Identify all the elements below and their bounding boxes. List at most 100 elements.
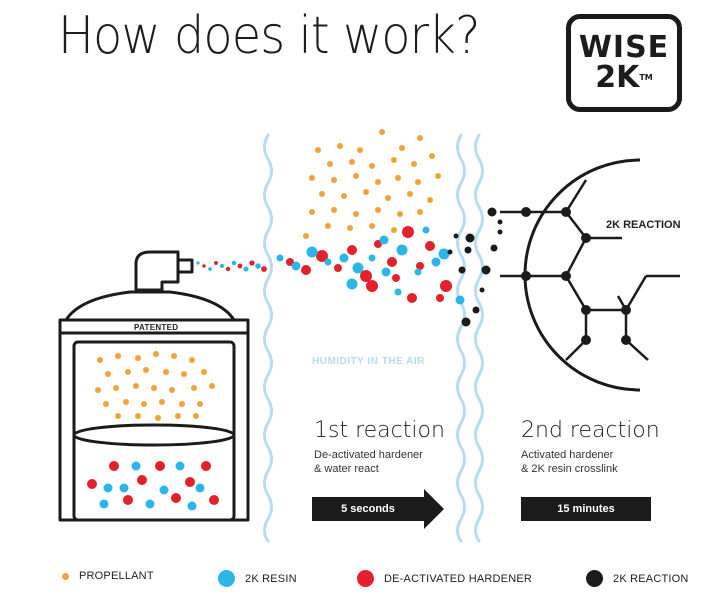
propellant-particle: [327, 161, 333, 167]
propellant-particle: [395, 175, 401, 181]
propellant-particle: [429, 153, 435, 159]
propellant-particle: [209, 383, 215, 389]
hardener-particle: [301, 265, 311, 275]
hardener-particle: [425, 241, 435, 251]
propellant-dot-icon: [62, 572, 69, 580]
resin-particle: [291, 261, 301, 271]
propellant-particle: [391, 157, 397, 163]
can-body: [58, 318, 250, 522]
propellant-particle: [123, 399, 129, 405]
propellant-particle: [331, 177, 337, 183]
propellant-particle: [175, 413, 181, 419]
hardener-particle: [209, 495, 219, 505]
legend-label-reaction: 2K REACTION: [613, 572, 689, 585]
legend-item-resin: 2K RESIN: [218, 570, 297, 587]
can-patented-label: PATENTED: [134, 323, 179, 332]
legend-label-hardener: DE-ACTIVATED HARDENER: [384, 572, 533, 585]
propellant-particle: [105, 371, 111, 377]
particles: [87, 129, 503, 511]
propellant-particle: [189, 357, 195, 363]
liquid-surface: [72, 423, 236, 447]
logo-line-2: 2KTM: [595, 63, 653, 93]
resin-particle: [243, 266, 249, 272]
logo-line-2-text: 2K: [595, 60, 640, 95]
resin-particle: [276, 254, 284, 262]
resin-particle: [306, 246, 318, 258]
propellant-particle: [319, 191, 325, 197]
propellant-particle: [309, 209, 315, 215]
resin-particle: [159, 485, 169, 495]
hardener-particle: [109, 461, 119, 471]
propellant-particle: [97, 357, 103, 363]
propellant-particle: [103, 401, 109, 407]
hardener-particle: [316, 250, 328, 262]
molecule-bond: [564, 179, 588, 213]
reaction-particle: [497, 219, 503, 225]
legend-label-resin: 2K RESIN: [245, 572, 297, 585]
reaction-structure-label: 2K REACTION: [606, 219, 681, 231]
legend-item-reaction: 2K REACTION: [586, 570, 689, 587]
propellant-particle: [375, 179, 381, 185]
hardener-particle: [249, 260, 255, 266]
propellant-particle: [337, 143, 343, 149]
legend-label-propellant: PROPELLANT: [79, 570, 154, 582]
propellant-particle: [399, 145, 405, 151]
reaction-1-line-1: De-activated hardener: [314, 449, 423, 461]
resin-particle: [231, 260, 237, 266]
reaction-particle: [464, 246, 472, 254]
resin-particle: [396, 244, 408, 256]
reaction-particle: [472, 306, 480, 314]
resin-particle: [431, 257, 441, 267]
resin-particle: [103, 483, 113, 493]
reaction-particle: [479, 287, 485, 293]
arrow-5-seconds: [312, 489, 444, 529]
resin-particle: [422, 226, 430, 234]
resin-dot-icon: [218, 570, 235, 587]
resin-particle: [455, 295, 465, 305]
molecule-atom: [561, 271, 571, 281]
propellant-particle: [347, 225, 353, 231]
reaction-2-line-1: Activated hardener: [521, 449, 614, 461]
reaction-particle: [490, 244, 498, 252]
molecule-atom: [581, 233, 591, 243]
can-nozzle: [176, 258, 194, 274]
molecule-atom: [521, 271, 531, 281]
propellant-particle: [201, 369, 207, 375]
molecule-bonds: [500, 179, 680, 361]
molecule-atom: [621, 305, 631, 315]
can-shoulder: [64, 290, 236, 322]
propellant-particle: [315, 147, 321, 153]
legend-item-propellant: PROPELLANT: [62, 570, 154, 582]
molecule-atom: [621, 335, 631, 345]
molecule-bond: [564, 237, 588, 277]
resin-particle: [368, 254, 376, 262]
resin-particle: [324, 258, 332, 266]
resin-particle: [187, 501, 197, 511]
propellant-particle: [385, 195, 391, 201]
hardener-particle: [387, 257, 397, 267]
reaction-1-line-2: & water react: [314, 463, 379, 475]
reaction-particle: [447, 249, 453, 255]
molecule-bond: [564, 275, 588, 311]
propellant-particle: [193, 413, 199, 419]
propellant-particle: [135, 355, 141, 361]
humidity-waves: [263, 133, 484, 543]
reaction-2-title: 2nd reaction: [521, 418, 660, 443]
resin-particle: [131, 461, 141, 471]
hardener-particle: [261, 266, 267, 272]
hardener-particle: [225, 266, 231, 272]
resin-particle: [208, 267, 212, 271]
propellant-particle: [133, 383, 139, 389]
resin-particle: [438, 248, 450, 260]
resin-particle: [255, 263, 261, 269]
hardener-particle: [392, 274, 400, 282]
reaction-particle: [497, 229, 503, 235]
hardener-particle: [155, 461, 165, 471]
hardener-particle: [171, 493, 181, 503]
propellant-particle: [407, 191, 413, 197]
molecule-atom: [561, 207, 571, 217]
propellant-particle: [125, 369, 131, 375]
resin-particle: [175, 461, 185, 471]
propellant-particle: [427, 197, 433, 203]
